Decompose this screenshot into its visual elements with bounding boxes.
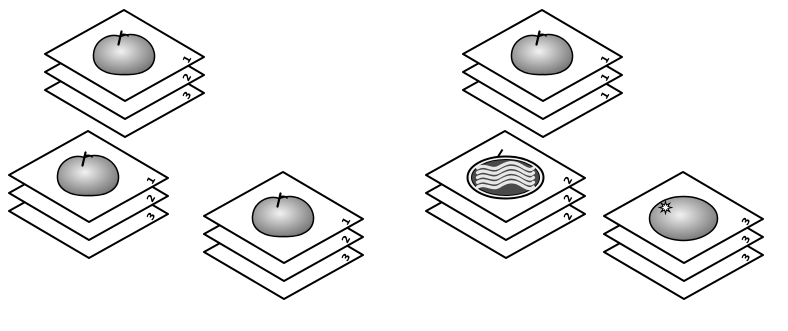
- stack-top: 3 2 1: [44, 9, 205, 138]
- page-number: 3: [740, 216, 753, 228]
- stack-top-sheet-1: 1: [44, 9, 205, 102]
- apple-icon: [56, 151, 120, 197]
- apple-icon: [510, 30, 574, 76]
- page-number: 3: [340, 252, 353, 264]
- apple-icon: [251, 192, 315, 238]
- page-number: 2: [145, 193, 158, 205]
- page-number: 3: [145, 211, 158, 223]
- stack-left-sheet-1: 1: [8, 130, 169, 223]
- page-number: 3: [740, 252, 753, 264]
- page-number: 1: [599, 72, 612, 84]
- stack-top-sheet-1: 1: [462, 9, 623, 102]
- page-number: 1: [340, 216, 353, 228]
- page-number: 1: [599, 90, 612, 102]
- page-number: 2: [181, 72, 194, 84]
- page-number: 3: [181, 90, 194, 102]
- stack-right-sheet-1: 1: [203, 171, 364, 264]
- stack-left: 3 2 1: [8, 130, 169, 259]
- watermelon-icon: [466, 148, 545, 200]
- page-number: 1: [145, 175, 158, 187]
- diagram-uncollated: 1 1 1 2 2 2 3 3 3: [425, 9, 764, 300]
- page-number: 2: [562, 211, 575, 223]
- stack-left: 2 2 2: [425, 130, 586, 259]
- stack-right: 3 2 1: [203, 171, 364, 300]
- stack-right: 3 3 3: [603, 171, 764, 300]
- page-number: 1: [181, 54, 194, 66]
- page-number: 2: [562, 193, 575, 205]
- stack-left-sheet-1: 2: [425, 130, 586, 223]
- stack-right-sheet-1: 3: [603, 171, 764, 264]
- orange-icon: [648, 195, 719, 242]
- page-number: 1: [599, 54, 612, 66]
- stack-top: 1 1 1: [462, 9, 623, 138]
- apple-icon: [92, 30, 156, 76]
- diagram-collated: 3 2 1 3 2 1 3 2 1: [8, 9, 364, 300]
- page-number: 3: [740, 234, 753, 246]
- page-number: 2: [562, 175, 575, 187]
- page-number: 2: [340, 234, 353, 246]
